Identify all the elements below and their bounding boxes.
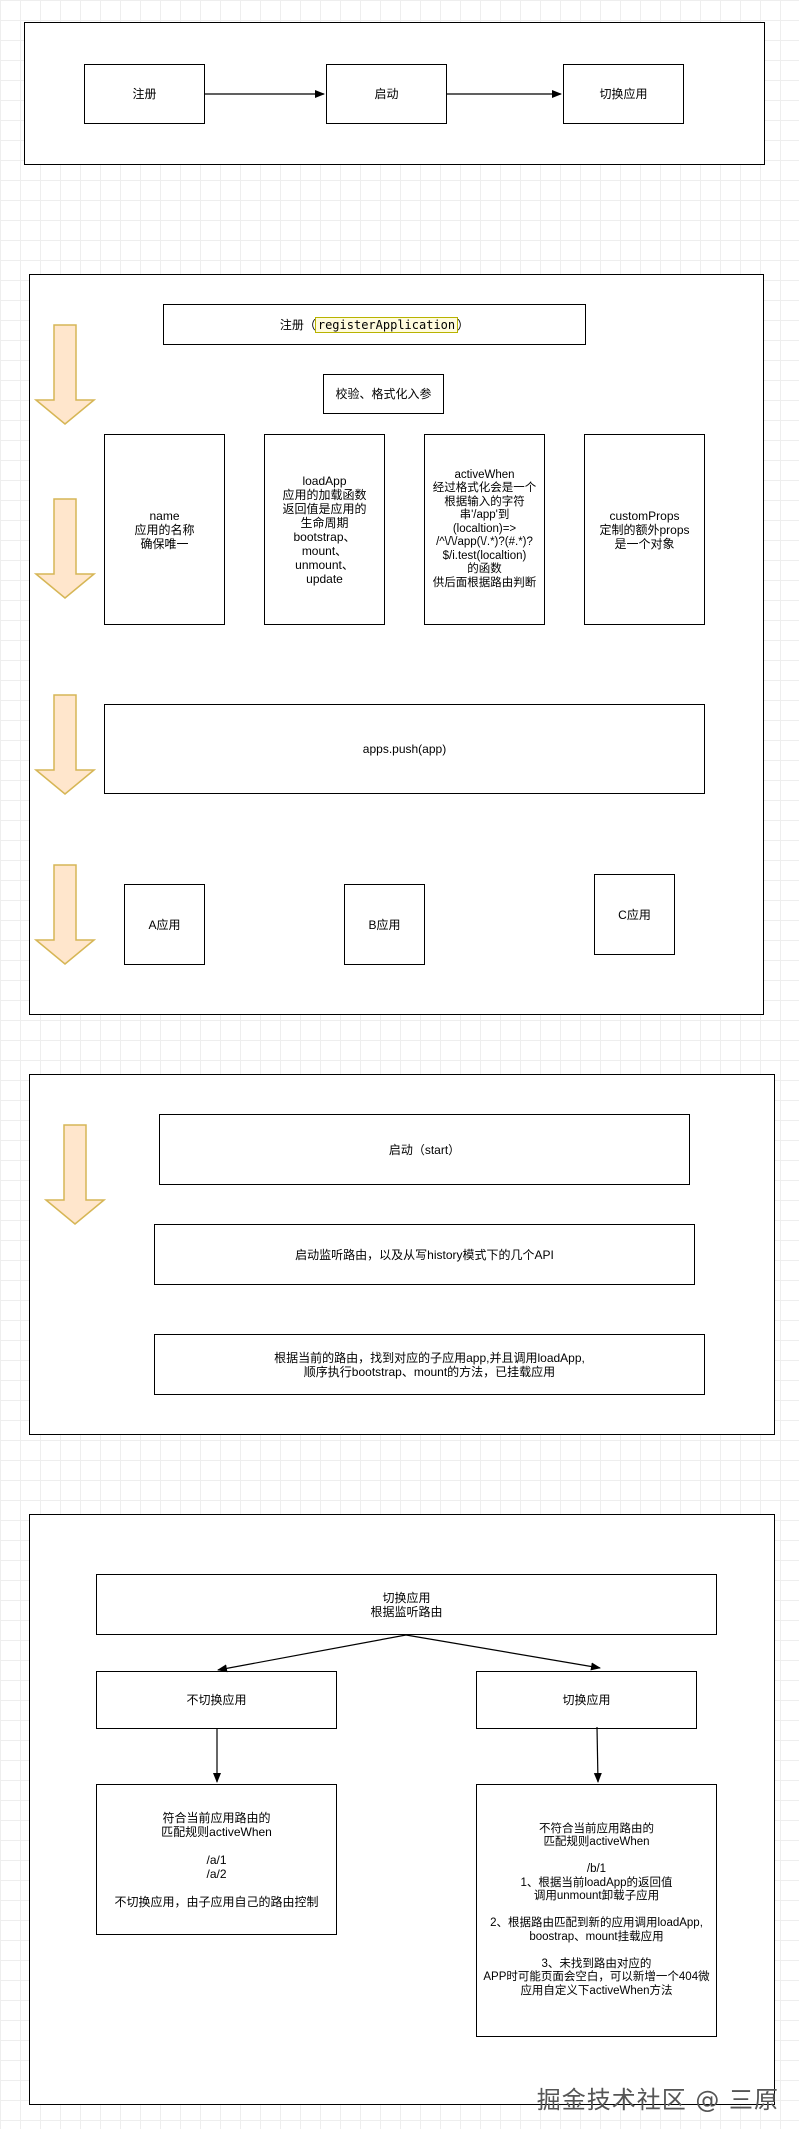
start-node[interactable]: 启动 — [326, 64, 447, 124]
switch-node[interactable]: 切换应用 — [476, 1671, 697, 1729]
register-node[interactable]: 注册 — [84, 64, 205, 124]
watermark-text: 掘金技术社区 @ 三原 — [536, 2086, 779, 2114]
app-a-node[interactable]: A应用 — [124, 884, 205, 965]
name-node[interactable]: name 应用的名称 确保唯一 — [104, 434, 225, 625]
app-c-node[interactable]: C应用 — [594, 874, 675, 955]
down-arrow-4 — [34, 864, 96, 965]
customprops-node[interactable]: customProps 定制的额外props 是一个对象 — [584, 434, 705, 625]
down-arrow-1 — [34, 324, 96, 425]
down-arrow-3 — [34, 694, 96, 795]
register-application-code: registerApplication — [314, 316, 459, 333]
start-call-node[interactable]: 启动（start） — [159, 1114, 690, 1185]
load-app-node[interactable]: 根据当前的路由，找到对应的子应用app,并且调用loadApp, 顺序执行boo… — [154, 1334, 705, 1395]
switch-app-node[interactable]: 切换应用 — [563, 64, 684, 124]
register-application-node[interactable]: 注册（registerApplication） — [163, 304, 586, 345]
activewhen-node[interactable]: activeWhen 经过格式化会是一个 根据输入的字符 串'/app'到 (l… — [424, 434, 545, 625]
apps-push-node[interactable]: apps.push(app) — [104, 704, 705, 794]
app-b-node[interactable]: B应用 — [344, 884, 425, 965]
switch-app-top-node[interactable]: 切换应用 根据监听路由 — [96, 1574, 717, 1635]
down-arrow-2 — [34, 498, 96, 599]
right-detail-node[interactable]: 不符合当前应用路由的 匹配规则activeWhen /b/1 1、根据当前loa… — [476, 1784, 717, 2037]
loadapp-node[interactable]: loadApp 应用的加载函数 返回值是应用的 生命周期 bootstrap、 … — [264, 434, 385, 625]
left-detail-node[interactable]: 符合当前应用路由的 匹配规则activeWhen /a/1 /a/2 不切换应用… — [96, 1784, 337, 1935]
validate-node[interactable]: 校验、格式化入参 — [323, 374, 444, 414]
no-switch-node[interactable]: 不切换应用 — [96, 1671, 337, 1729]
register-suffix: ） — [457, 317, 470, 332]
listen-route-node[interactable]: 启动监听路由，以及从写history模式下的几个API — [154, 1224, 695, 1285]
down-arrow-5 — [44, 1124, 106, 1225]
register-prefix: 注册（ — [279, 317, 316, 332]
